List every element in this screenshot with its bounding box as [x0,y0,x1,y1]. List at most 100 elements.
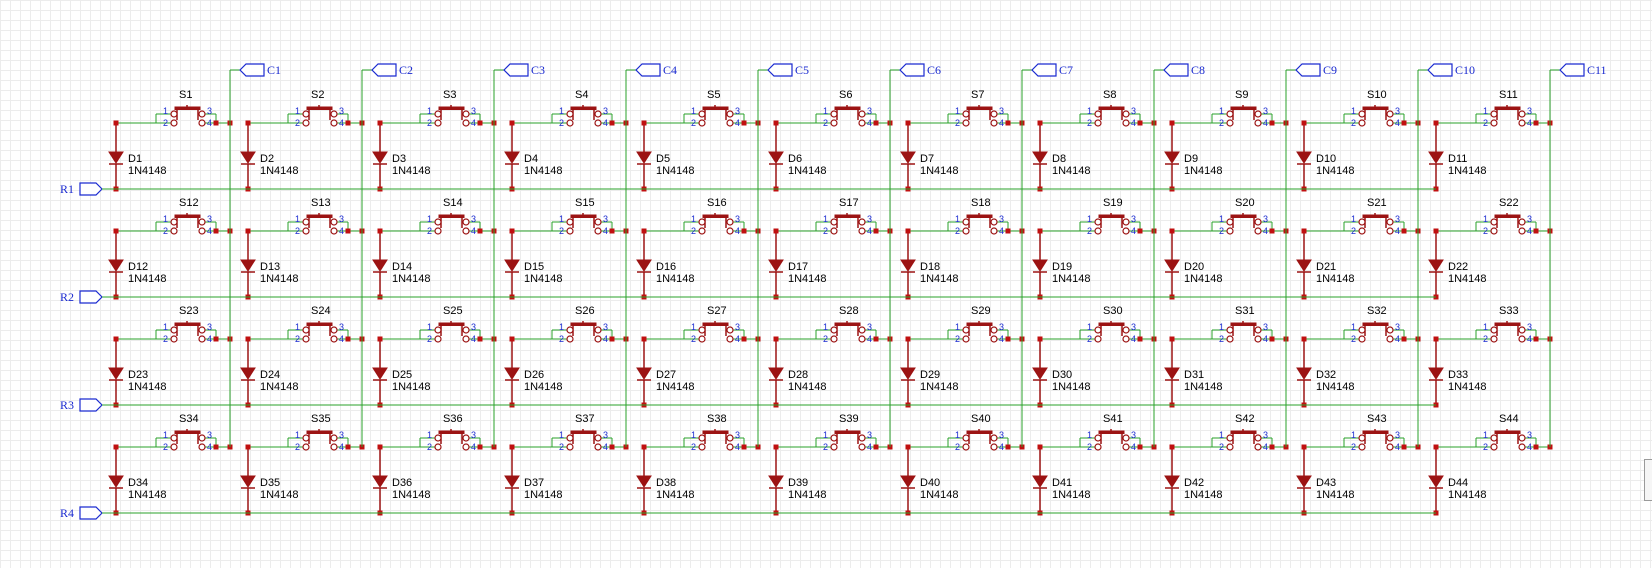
column-net-label[interactable]: C11 [1550,63,1607,77]
column-net-label[interactable]: C2 [362,63,413,77]
column-net-label[interactable]: C9 [1286,63,1337,77]
row-net-label[interactable]: R3 [60,398,116,412]
column-net-label[interactable]: C1 [230,63,281,77]
column-net-label[interactable]: C6 [890,63,941,77]
column-net-label[interactable]: C10 [1418,63,1475,77]
column-net-label[interactable]: C8 [1154,63,1205,77]
row-net-label[interactable]: R2 [60,290,116,304]
row-net-label[interactable]: R1 [60,182,116,196]
column-net-label[interactable]: C7 [1022,63,1073,77]
